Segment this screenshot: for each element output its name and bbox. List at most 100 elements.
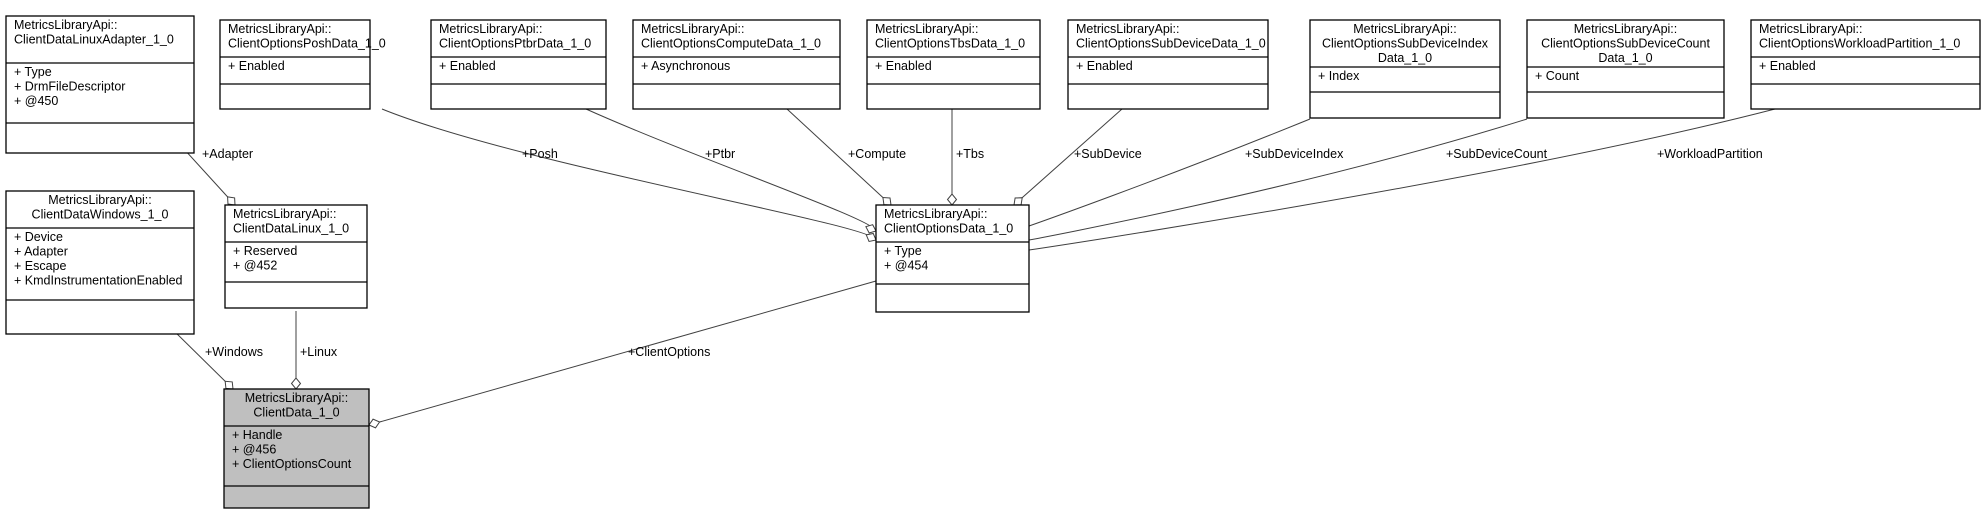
class-title-line: ClientOptionsPtbrData_1_0 <box>439 37 591 51</box>
class-box-frame <box>1526 19 1725 119</box>
boxes-layer: MetricsLibraryApi::ClientDataLinuxAdapte… <box>5 15 1981 509</box>
edge-line <box>1028 118 1528 241</box>
aggregation-diamond <box>1013 197 1023 206</box>
class-title-line: MetricsLibraryApi:: <box>228 22 332 36</box>
class-attribute: + Enabled <box>1076 59 1133 73</box>
class-box-frame <box>1309 19 1501 119</box>
class-attribute: + Adapter <box>14 245 68 259</box>
class-attribute: + Index <box>1318 69 1360 83</box>
class-attribute: + Asynchronous <box>641 59 730 73</box>
class-title-line: ClientDataLinux_1_0 <box>233 222 349 236</box>
class-title-line: MetricsLibraryApi:: <box>875 22 979 36</box>
edge-label: +Posh <box>522 147 558 161</box>
class-title-line: MetricsLibraryApi:: <box>14 18 118 32</box>
class-box-client-data-linux[interactable]: MetricsLibraryApi::ClientDataLinux_1_0+ … <box>224 204 368 309</box>
class-box-client-options-sub-device-count-data[interactable]: MetricsLibraryApi::ClientOptionsSubDevic… <box>1526 19 1725 119</box>
class-attribute: + @454 <box>884 259 928 273</box>
edge-line <box>786 108 892 206</box>
class-title-line: ClientOptionsSubDeviceIndex <box>1322 37 1489 51</box>
class-attribute: + Reserved <box>233 244 297 258</box>
class-box-frame <box>223 388 370 509</box>
class-attribute: + KmdInstrumentationEnabled <box>14 274 183 288</box>
class-title-line: ClientOptionsWorkloadPartition_1_0 <box>1759 37 1960 51</box>
class-box-frame <box>866 19 1041 110</box>
class-title-line: MetricsLibraryApi:: <box>245 391 349 405</box>
class-box-client-data-windows[interactable]: MetricsLibraryApi::ClientDataWindows_1_0… <box>5 190 195 335</box>
class-box-client-data-linux-adapter[interactable]: MetricsLibraryApi::ClientDataLinuxAdapte… <box>5 15 195 154</box>
aggregation-diamond <box>946 193 958 206</box>
class-attribute: + @452 <box>233 259 277 273</box>
class-attribute: + ClientOptionsCount <box>232 457 352 471</box>
class-attribute: + Enabled <box>875 59 932 73</box>
class-box-frame <box>5 15 195 154</box>
aggregation-diamond <box>882 197 892 206</box>
class-title-line: MetricsLibraryApi:: <box>439 22 543 36</box>
class-box-client-options-sub-device-data[interactable]: MetricsLibraryApi::ClientOptionsSubDevic… <box>1067 19 1269 110</box>
edge-sub-device-index: +SubDeviceIndex <box>1017 118 1344 231</box>
class-title-line: MetricsLibraryApi:: <box>884 207 988 221</box>
class-box-client-options-workload-partition[interactable]: MetricsLibraryApi::ClientOptionsWorkload… <box>1750 19 1981 110</box>
class-attribute: + Type <box>884 244 922 258</box>
aggregation-diamond <box>865 232 877 242</box>
class-box-client-options-tbs-data[interactable]: MetricsLibraryApi::ClientOptionsTbsData_… <box>866 19 1041 110</box>
class-attribute: + Device <box>14 230 63 244</box>
class-box-client-data[interactable]: MetricsLibraryApi::ClientData_1_0+ Handl… <box>223 388 370 509</box>
class-box-client-options-sub-device-index-data[interactable]: MetricsLibraryApi::ClientOptionsSubDevic… <box>1309 19 1501 119</box>
class-box-client-options-compute-data[interactable]: MetricsLibraryApi::ClientOptionsComputeD… <box>632 19 841 110</box>
class-attribute: + Enabled <box>439 59 496 73</box>
class-attribute: + @456 <box>232 443 276 457</box>
class-attribute: + Count <box>1535 69 1580 83</box>
class-box-client-options-posh-data[interactable]: MetricsLibraryApi::ClientOptionsPoshData… <box>219 19 386 110</box>
edge-label: +Linux <box>300 345 338 359</box>
edge-linux: +Linux <box>290 311 338 390</box>
edge-sub-device: +SubDevice <box>1013 108 1142 206</box>
aggregation-diamond <box>290 377 302 390</box>
class-title-line: ClientDataLinuxAdapter_1_0 <box>14 33 174 47</box>
aggregation-diamond <box>865 224 877 234</box>
class-title-line: MetricsLibraryApi:: <box>1353 22 1457 36</box>
class-title-line: ClientData_1_0 <box>253 406 339 420</box>
edge-windows: +Windows <box>169 326 263 390</box>
edge-label: +ClientOptions <box>628 345 710 359</box>
edge-label: +Windows <box>205 345 263 359</box>
class-box-frame <box>632 19 841 110</box>
edge-label: +Ptbr <box>705 147 735 161</box>
edge-compute: +Compute <box>786 108 906 206</box>
class-attribute: + DrmFileDescriptor <box>14 80 125 94</box>
edge-label: +Tbs <box>956 147 984 161</box>
aggregation-diamond <box>368 418 381 429</box>
class-box-frame <box>1750 19 1981 110</box>
class-attribute: + Handle <box>232 428 282 442</box>
edge-label: +SubDeviceCount <box>1446 147 1548 161</box>
class-attribute: + Enabled <box>1759 59 1816 73</box>
class-box-frame <box>430 19 607 110</box>
class-title-line: ClientOptionsSubDeviceData_1_0 <box>1076 37 1266 51</box>
class-box-frame <box>875 204 1030 313</box>
edge-line <box>381 108 877 241</box>
aggregation-diamond <box>224 380 234 390</box>
edge-label: +SubDeviceIndex <box>1245 147 1344 161</box>
edges-layer: +Adapter+Windows+Linux+ClientOptions+Pos… <box>162 108 1776 429</box>
edge-line <box>368 280 877 426</box>
class-title-line: ClientOptionsPoshData_1_0 <box>228 37 386 51</box>
edge-workload-partition: +WorkloadPartition <box>1017 108 1776 255</box>
aggregation-diamond <box>227 196 236 206</box>
class-title-line: MetricsLibraryApi:: <box>641 22 745 36</box>
class-box-client-options-ptbr-data[interactable]: MetricsLibraryApi::ClientOptionsPtbrData… <box>430 19 607 110</box>
edge-ptbr: +Ptbr <box>585 108 877 234</box>
class-attribute: + Escape <box>14 259 67 273</box>
class-box-frame <box>5 190 195 335</box>
class-box-frame <box>224 204 368 309</box>
class-title-line: ClientDataWindows_1_0 <box>32 208 169 222</box>
class-title-line: Data_1_0 <box>1598 51 1652 65</box>
edge-line <box>1028 108 1776 251</box>
edge-posh: +Posh <box>381 108 877 242</box>
class-title-line: MetricsLibraryApi:: <box>1759 22 1863 36</box>
edge-sub-device-count: +SubDeviceCount <box>1017 118 1548 245</box>
edge-client-options: +ClientOptions <box>368 280 877 429</box>
edge-line <box>169 326 234 390</box>
class-title-line: MetricsLibraryApi:: <box>1574 22 1678 36</box>
class-title-line: MetricsLibraryApi:: <box>1076 22 1180 36</box>
class-title-line: ClientOptionsData_1_0 <box>884 222 1013 236</box>
class-box-client-options-data[interactable]: MetricsLibraryApi::ClientOptionsData_1_0… <box>875 204 1030 313</box>
